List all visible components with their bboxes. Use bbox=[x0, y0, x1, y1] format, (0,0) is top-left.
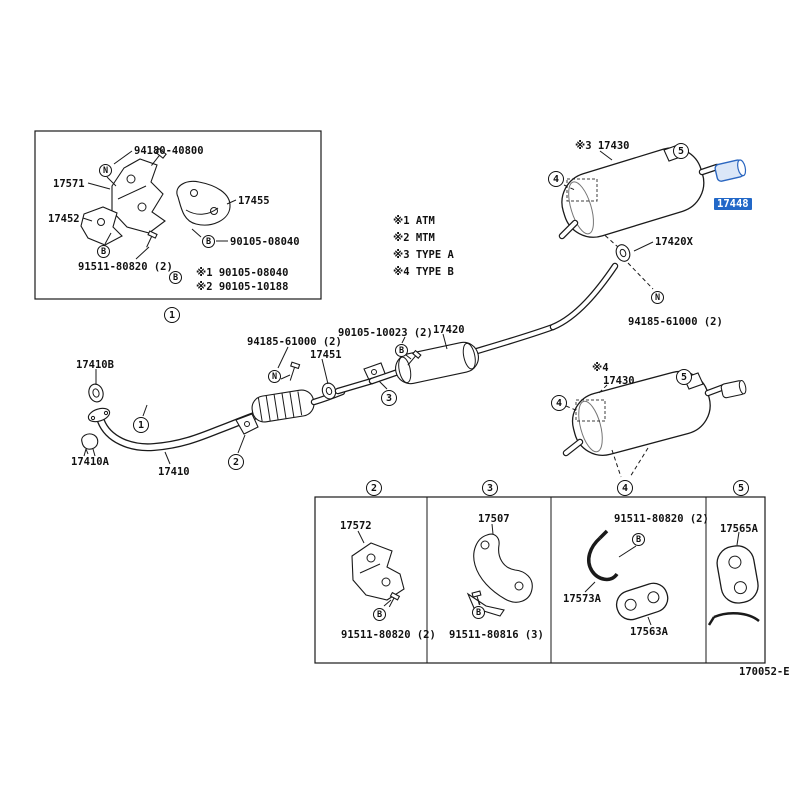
bracket-17572-drawing bbox=[351, 542, 405, 608]
panel-header-3: 3 bbox=[482, 480, 498, 496]
panel-header-4: 4 bbox=[617, 480, 633, 496]
part-label-91511-80820-s4[interactable]: 91511-80820 (2) bbox=[614, 513, 709, 525]
part-label-94185-61000-front[interactable]: 94185-61000 (2) bbox=[247, 336, 342, 348]
gasket-ring-drawing bbox=[321, 382, 337, 400]
part-label-17410[interactable]: 17410 bbox=[158, 466, 190, 478]
bracket-17571-drawing bbox=[111, 147, 167, 234]
part-label-17410A[interactable]: 17410A bbox=[71, 456, 109, 468]
part-label-91511-80820-inset[interactable]: 91511-80820 (2) bbox=[78, 261, 173, 273]
grommet-17563A-drawing bbox=[615, 582, 669, 621]
callout-4-muffler-a: 4 bbox=[548, 171, 564, 187]
callout-3-main: 3 bbox=[381, 390, 397, 406]
callout-2-main: 2 bbox=[228, 454, 244, 470]
legend-item-mtm: ※2 MTM bbox=[393, 232, 435, 244]
callout-4-muffler-b: 4 bbox=[551, 395, 567, 411]
front-pipe-17410-drawing bbox=[87, 407, 258, 452]
marker-b-center: B bbox=[395, 344, 408, 357]
marker-n-inset: N bbox=[99, 164, 112, 177]
marker-b-section-4: B bbox=[632, 533, 645, 546]
part-label-17420X[interactable]: 17420X bbox=[655, 236, 693, 248]
hanger-17565A-drawing bbox=[707, 545, 760, 626]
panel-leader-lines bbox=[357, 523, 740, 626]
callout-1-inset: 1 bbox=[164, 307, 180, 323]
marker-b-section-3: B bbox=[472, 606, 485, 619]
rear-muffler-b-17430-drawing bbox=[562, 370, 747, 478]
marker-b-inset-2: B bbox=[202, 235, 215, 248]
clamp-17410A-drawing bbox=[81, 433, 99, 457]
part-label-17410B[interactable]: 17410B bbox=[76, 359, 114, 371]
flex-section-drawing bbox=[251, 389, 315, 423]
bolt-glyph-inset bbox=[146, 230, 158, 248]
part-label-17455[interactable]: 17455 bbox=[238, 195, 270, 207]
hanger-rod-17573A-drawing bbox=[587, 529, 619, 582]
front-gasket-17410B-drawing bbox=[88, 383, 104, 403]
part-label-17563A[interactable]: 17563A bbox=[630, 626, 668, 638]
part-label-91511-80820-s2[interactable]: 91511-80820 (2) bbox=[341, 629, 436, 641]
marker-b-inset-1: B bbox=[97, 245, 110, 258]
panel-header-5: 5 bbox=[733, 480, 749, 496]
inset-box-drawing bbox=[34, 130, 322, 300]
part-label-91511-80816[interactable]: 91511-80816 (3) bbox=[449, 629, 544, 641]
part-label-17451[interactable]: 17451 bbox=[310, 349, 342, 361]
insulator-17455-drawing bbox=[176, 180, 231, 226]
panel-header-2: 2 bbox=[366, 480, 382, 496]
hanger-bracket-2-drawing bbox=[235, 413, 259, 435]
bolt-glyph-front bbox=[289, 361, 301, 381]
marker-n-front: N bbox=[268, 370, 281, 383]
part-label-17572[interactable]: 17572 bbox=[340, 520, 372, 532]
rear-muffler-a-17430-drawing bbox=[558, 144, 721, 290]
marker-b-section-2: B bbox=[373, 608, 386, 621]
bracket-17507-drawing bbox=[466, 533, 533, 617]
inset-leader-lines bbox=[82, 150, 237, 260]
part-label-94180-40800[interactable]: 94180-40800 bbox=[134, 145, 204, 157]
bottom-panel-box bbox=[314, 496, 766, 664]
callout-5-muffler-a: 5 bbox=[673, 143, 689, 159]
part-label-17565A[interactable]: 17565A bbox=[720, 523, 758, 535]
note-label-type-b: ※4 bbox=[592, 362, 609, 374]
part-label-94185-61000-rear[interactable]: 94185-61000 (2) bbox=[628, 316, 723, 328]
part-label-90105-10023[interactable]: 90105-10023 (2) bbox=[338, 327, 433, 339]
main-leader-lines bbox=[85, 241, 654, 465]
bolt-glyph-center bbox=[407, 349, 422, 366]
legend-item-type-a: ※3 TYPE A bbox=[393, 249, 454, 261]
part-label-17571[interactable]: 17571 bbox=[53, 178, 85, 190]
legend-item-type-b: ※4 TYPE B bbox=[393, 266, 454, 278]
part-label-17430-type-a[interactable]: ※3 17430 bbox=[575, 140, 630, 152]
tail-tip-17448-drawing[interactable] bbox=[714, 159, 747, 182]
marker-n-rear: N bbox=[651, 291, 664, 304]
part-label-17430-type-b[interactable]: 17430 bbox=[603, 375, 635, 387]
part-label-17507[interactable]: 17507 bbox=[478, 513, 510, 525]
marker-b-inset-3: B bbox=[169, 271, 182, 284]
note-label-1: ※1 90105-08040 bbox=[196, 267, 289, 279]
callout-1-main: 1 bbox=[133, 417, 149, 433]
legend-item-atm: ※1 ATM bbox=[393, 215, 435, 227]
note-label-2: ※2 90105-10188 bbox=[196, 281, 289, 293]
part-label-90105-08040[interactable]: 90105-08040 bbox=[230, 236, 300, 248]
gasket-17420X-drawing bbox=[615, 244, 631, 262]
bracket-17452-drawing bbox=[80, 206, 123, 246]
part-label-17420[interactable]: 17420 bbox=[433, 324, 465, 336]
callout-5-muffler-b: 5 bbox=[676, 369, 692, 385]
drawing-number: 170052-E bbox=[739, 666, 790, 678]
part-label-17573A[interactable]: 17573A bbox=[563, 593, 601, 605]
part-label-17452[interactable]: 17452 bbox=[48, 213, 80, 225]
rear-pipe-drawing bbox=[549, 262, 619, 331]
part-label-17448-selected[interactable]: 17448 bbox=[714, 198, 752, 210]
